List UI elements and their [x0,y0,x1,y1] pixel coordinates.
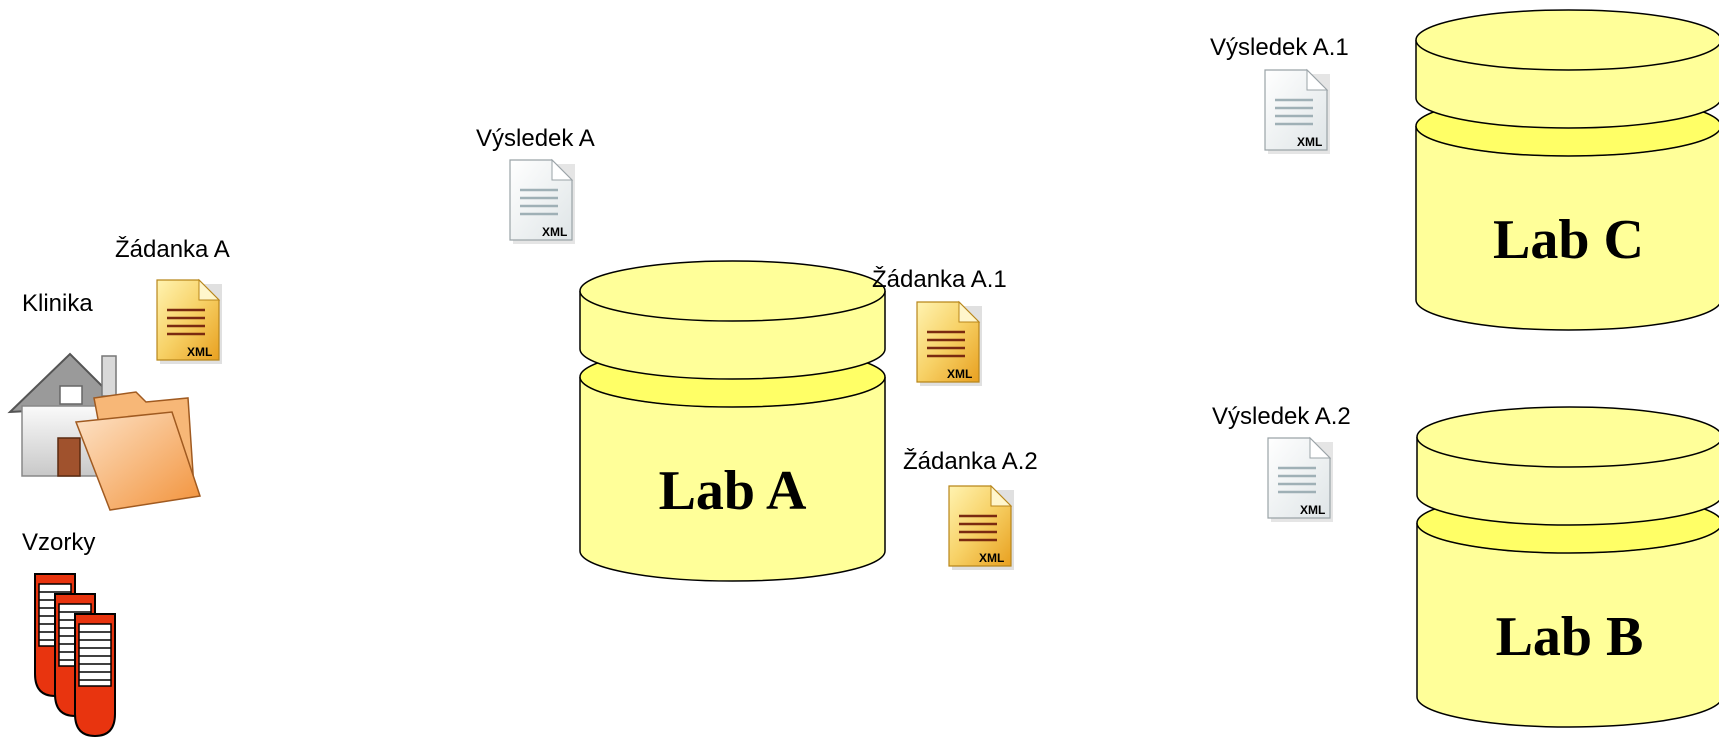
lab-a-request-2-label: Žádanka A.2 [903,448,1038,475]
xml-badge: XML [979,551,1004,565]
xml-badge: XML [1297,135,1322,149]
test-tube-icon [34,573,116,737]
clinic-request-doc-icon: XML [155,278,224,366]
xml-badge: XML [542,225,567,239]
lab-a-request-1-doc-icon: XML [915,300,984,388]
lab-b-result-doc-icon: XML [1266,436,1335,524]
lab-b-result-label: Výsledek A.2 [1212,403,1351,430]
samples-label: Vzorky [22,529,95,556]
lab-c-title: Lab C [1493,209,1644,271]
lab-c-database: Lab C [1415,9,1719,331]
lab-a-title: Lab A [659,460,807,522]
clinic-label: Klinika [22,290,93,317]
lab-b-database: Lab B [1416,406,1719,728]
xml-badge: XML [1300,503,1325,517]
lab-a-request-1-label: Žádanka A.1 [872,266,1007,293]
lab-a-request-2-doc-icon: XML [947,484,1016,572]
lab-a-database: Lab A [579,260,886,582]
lab-c-result-doc-icon: XML [1263,68,1332,156]
lab-c-result-label: Výsledek A.1 [1210,34,1349,61]
xml-badge: XML [187,345,212,359]
lab-a-result-doc-icon: XML [508,158,577,246]
xml-badge: XML [947,367,972,381]
clinic-request-label: Žádanka A [115,236,230,263]
lab-a-result-label: Výsledek A [476,125,595,152]
folder-icon [74,391,201,511]
lab-b-title: Lab B [1496,606,1644,668]
